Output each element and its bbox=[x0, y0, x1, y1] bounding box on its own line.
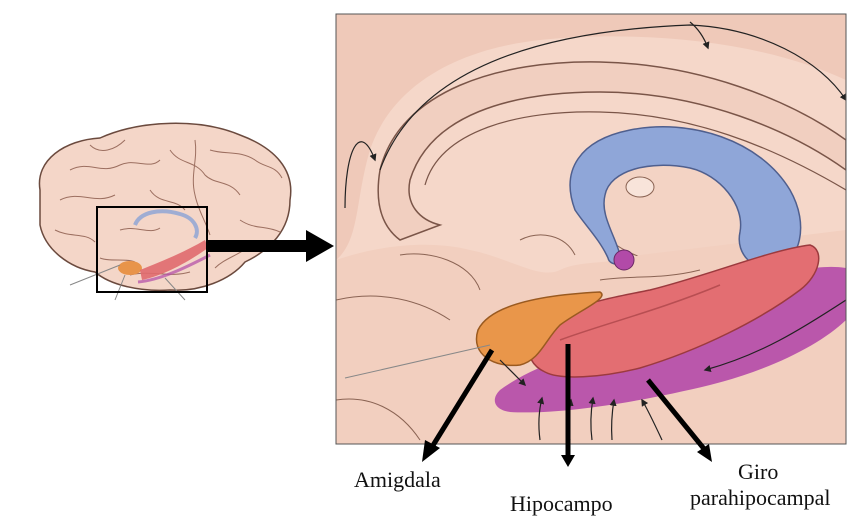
thumbnail-amygdala bbox=[118, 261, 142, 275]
hippocampus-label: Hipocampo bbox=[510, 492, 613, 516]
parahippocampal-label-line1: Giro bbox=[738, 460, 778, 484]
brain-thumbnail bbox=[39, 123, 290, 300]
parahippocampal-label-line2: parahipocampal bbox=[690, 486, 831, 510]
zoomed-panel bbox=[336, 14, 846, 444]
mammillary-body bbox=[614, 250, 634, 270]
amygdala-label: Amigdala bbox=[354, 468, 441, 492]
